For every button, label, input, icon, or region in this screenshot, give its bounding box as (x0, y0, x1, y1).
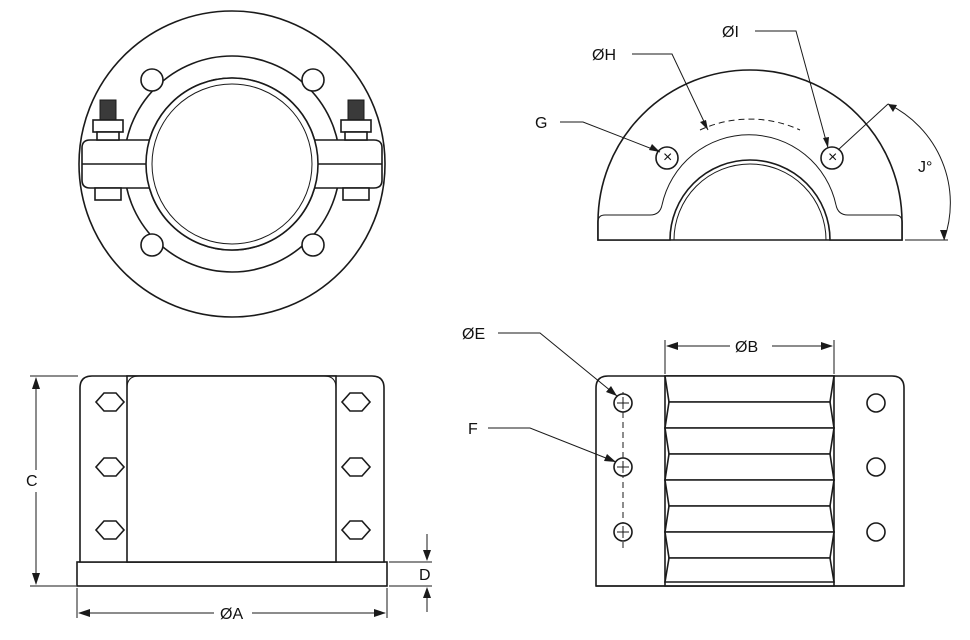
leader-I (755, 30, 829, 149)
center-mark (617, 397, 629, 409)
flange-hole (301, 68, 325, 92)
side-elevation-view: C D ØA (26, 375, 432, 623)
flange-hole (140, 68, 164, 92)
right-stud-icon (347, 99, 365, 121)
left-nut-top (92, 119, 124, 133)
left-nut-bottom (94, 187, 122, 201)
arrowhead (32, 377, 40, 389)
label-B: ØB (735, 339, 758, 356)
arrowhead (374, 609, 386, 617)
arrowhead (940, 230, 947, 240)
rib-section-view: ØB ØE F (462, 326, 905, 587)
right-washer-top (344, 131, 368, 141)
bore-inner-arc (673, 163, 827, 241)
hole-mark: × (663, 149, 672, 166)
half-shell (597, 69, 903, 241)
flange-hole (301, 233, 325, 257)
hole-mark: × (828, 149, 837, 166)
label-H: ØH (592, 47, 616, 64)
left-washer-top (96, 131, 120, 141)
center-mark (617, 526, 629, 538)
label-J: J° (918, 159, 932, 176)
inner-step-arc (661, 134, 837, 206)
label-I: ØI (722, 24, 739, 41)
rib (664, 375, 835, 403)
hex-bolt-icon (340, 457, 372, 477)
label-F: F (468, 421, 478, 438)
rib (664, 557, 835, 583)
label-G: G (535, 115, 547, 132)
rib (664, 401, 835, 429)
left-stud-icon (99, 99, 117, 121)
leader-H (632, 53, 709, 131)
panel-corner (323, 375, 337, 389)
right-fillet (835, 204, 903, 223)
rib (664, 479, 835, 507)
label-A: ØA (220, 606, 243, 623)
hole-I (820, 146, 844, 170)
angle-ray (837, 103, 889, 151)
left-fillet (597, 204, 663, 223)
center-mark (617, 461, 629, 473)
right-nut-bottom (342, 187, 370, 201)
leader-F (488, 427, 617, 463)
label-C: C (26, 473, 38, 490)
center-panel (126, 375, 337, 563)
arrowhead (423, 587, 431, 598)
arrowhead (604, 454, 616, 462)
pipe-inner-overlay (151, 83, 313, 245)
arrowhead (606, 386, 617, 396)
base-plate (76, 561, 388, 587)
rib (664, 531, 835, 559)
pipe-outer-overlay (145, 77, 319, 251)
arrowhead (423, 550, 431, 561)
front-view (78, 10, 386, 318)
hole (866, 457, 886, 477)
rib (664, 453, 835, 481)
leader-G (560, 121, 661, 153)
label-E: ØE (462, 326, 485, 343)
leader-E (498, 332, 618, 397)
arrowhead (888, 104, 897, 112)
arrowhead (700, 120, 708, 130)
hex-bolt-icon (340, 520, 372, 540)
panel-corner (126, 375, 140, 389)
angle-arc (887, 103, 951, 241)
hex-bolt-icon (94, 520, 126, 540)
hex-bolt-icon (340, 392, 372, 412)
half-section-view: × × G ØH ØI J° (535, 24, 951, 241)
hex-bolt-icon (94, 392, 126, 412)
rib (664, 505, 835, 533)
arrowhead (666, 342, 678, 350)
flange-hole (140, 233, 164, 257)
arrowhead (78, 609, 90, 617)
bolt-circle-dashed (699, 118, 801, 131)
arrowhead (649, 144, 660, 152)
arrowhead (823, 137, 829, 148)
hex-bolt-icon (94, 457, 126, 477)
rib (664, 427, 835, 455)
arrowhead (821, 342, 833, 350)
right-nut-top (340, 119, 372, 133)
hole-G (655, 146, 679, 170)
label-D: D (419, 567, 431, 584)
hole (866, 393, 886, 413)
arrowhead (32, 573, 40, 585)
hole (866, 522, 886, 542)
